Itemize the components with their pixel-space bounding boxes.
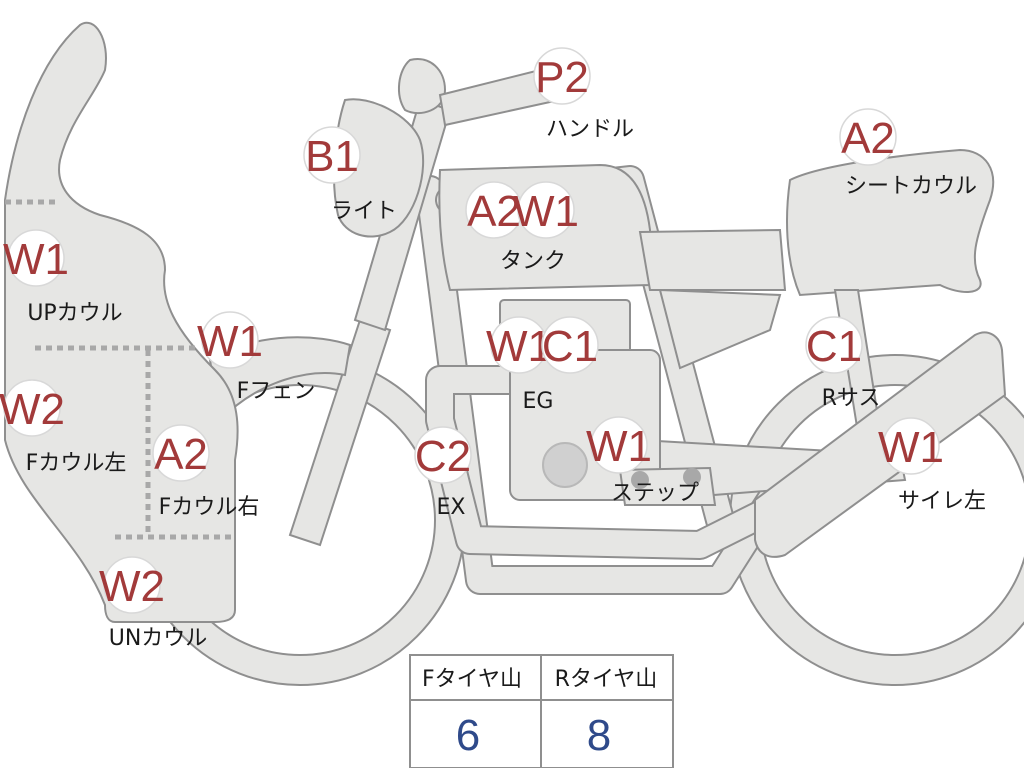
grade-handle: P2 [535, 53, 589, 102]
grade-up-cowl: W1 [3, 235, 69, 284]
grade-f-fender: W1 [197, 317, 263, 366]
callout-handle: P2 ハンドル [533, 47, 634, 142]
grade-badge [3, 379, 61, 437]
label-seat-cowl: シートカウル [845, 174, 977, 199]
callout-step: W1 ステップ [586, 416, 699, 506]
front-tire-value: 6 [456, 711, 480, 760]
silencer [754, 331, 1007, 558]
callout-f-cowl-left: W2 Fカウル左 [0, 379, 127, 476]
label-tank: タンク [500, 249, 566, 274]
grade-f-cowl-left: W2 [0, 385, 65, 434]
label-f-cowl-left: Fカウル左 [26, 451, 127, 476]
seat-cowl [786, 148, 995, 297]
rear-tire-header: Rタイヤ山 [555, 667, 658, 692]
grade-seat-cowl: A2 [841, 114, 895, 163]
grade-un-cowl: W2 [99, 562, 165, 611]
grade-badge [103, 556, 161, 614]
tire-tread-table: Fタイヤ山 Rタイヤ山 6 8 [409, 654, 674, 768]
grade-badge [414, 426, 472, 484]
label-rear-suspension: Rサス [822, 386, 881, 411]
rear-tire-value: 8 [587, 711, 611, 760]
grade-engine-2: C1 [542, 322, 598, 371]
label-light: ライト [331, 199, 397, 224]
label-f-fender: Fフェン [237, 379, 316, 404]
grade-rear-suspension: C1 [806, 322, 862, 371]
label-up-cowl: UPカウル [27, 301, 122, 326]
label-un-cowl: UNカウル [109, 626, 208, 651]
grade-badge [590, 416, 648, 474]
grade-badge [7, 229, 65, 287]
callout-light: B1 ライト [303, 126, 397, 224]
grade-badge [882, 417, 940, 475]
callout-rear-suspension: C1 Rサス [805, 316, 881, 411]
seat [638, 228, 787, 291]
label-silencer-left: サイレ左 [898, 489, 986, 514]
grade-badge [517, 181, 575, 239]
grade-badge [303, 126, 361, 184]
grade-engine-1: W1 [486, 322, 552, 371]
grade-tank-1: A2 [467, 187, 521, 236]
grade-badge [152, 424, 210, 482]
callout-un-cowl: W2 UNカウル [99, 556, 208, 651]
callout-exhaust: C2 EX [414, 426, 472, 520]
callout-engine: W1 C1 EG [486, 316, 599, 414]
footstep [618, 466, 717, 506]
callout-tank: A2 W1 タンク [465, 181, 579, 274]
front-tire-header: Fタイヤ山 [422, 667, 522, 692]
grade-light: B1 [305, 132, 359, 181]
label-step: ステップ [611, 481, 699, 506]
callout-up-cowl: W1 UPカウル [3, 229, 123, 326]
callout-f-cowl-right: A2 Fカウル右 [152, 424, 260, 520]
grade-exhaust: C2 [415, 432, 471, 481]
callout-seat-cowl: A2 シートカウル [839, 108, 977, 199]
grade-step: W1 [586, 422, 652, 471]
callout-silencer-left: W1 サイレ左 [878, 417, 986, 514]
grade-badge [201, 311, 259, 369]
grade-badge [805, 316, 863, 374]
label-f-cowl-right: Fカウル右 [159, 495, 260, 520]
label-handle: ハンドル [546, 117, 634, 142]
grade-badge [541, 316, 599, 374]
grade-f-cowl-right: A2 [154, 430, 208, 479]
label-exhaust: EX [437, 495, 466, 520]
callout-f-fender: W1 Fフェン [197, 311, 316, 404]
grade-badge [533, 47, 591, 105]
label-engine: EG [523, 389, 554, 414]
grade-tank-2: W1 [513, 187, 579, 236]
side-panel [658, 288, 782, 370]
grade-silencer-left: W1 [878, 423, 944, 472]
grade-badge [839, 108, 897, 166]
